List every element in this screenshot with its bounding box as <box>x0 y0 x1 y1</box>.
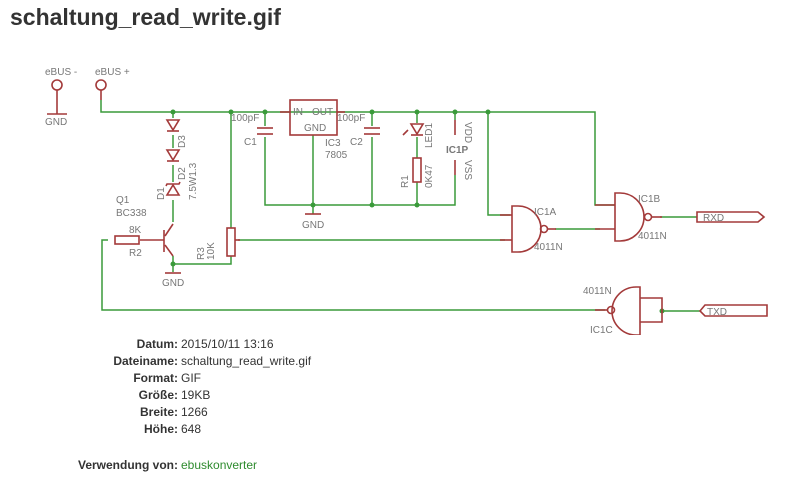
svg-text:IN: IN <box>293 107 303 118</box>
svg-text:R1: R1 <box>400 175 411 188</box>
potentiometer-r3: R3 10K <box>196 227 240 260</box>
svg-text:0K47: 0K47 <box>424 164 435 188</box>
svg-text:RXD: RXD <box>703 213 724 224</box>
svg-text:7805: 7805 <box>325 150 348 161</box>
svg-text:C2: C2 <box>350 137 363 148</box>
svg-text:IC1P: IC1P <box>446 145 469 156</box>
svg-text:4011N: 4011N <box>534 242 563 253</box>
txd-port-label: TXD <box>698 304 768 318</box>
svg-text:VSS: VSS <box>462 160 473 180</box>
svg-text:OUT: OUT <box>312 107 333 118</box>
svg-text:IC1B: IC1B <box>638 194 661 205</box>
svg-text:IC3: IC3 <box>325 138 341 149</box>
svg-text:100pF: 100pF <box>231 113 259 124</box>
svg-text:VDD: VDD <box>462 122 473 143</box>
meta-row-usage: Verwendung von:ebuskonverter <box>77 458 258 472</box>
svg-text:BC338: BC338 <box>116 208 147 219</box>
wires <box>100 100 700 312</box>
svg-text:R3: R3 <box>196 247 207 260</box>
svg-text:C1: C1 <box>244 137 257 148</box>
rxd-port-label: RXD <box>696 211 766 224</box>
svg-text:100pF: 100pF <box>337 113 365 124</box>
capacitor-c1: 100pF C1 <box>231 113 273 148</box>
nand-gate-ic1b: IC1B 4011N <box>595 192 667 242</box>
svg-text:GND: GND <box>162 278 184 289</box>
meta-row-filename: Dateiname:schaltung_read_write.gif <box>113 354 312 368</box>
diode-d2: D2 <box>165 149 188 180</box>
ebus-plus-terminal: eBUS + <box>95 67 130 100</box>
resistor-r1: R1 0K47 <box>400 157 435 188</box>
svg-text:8K: 8K <box>129 225 142 236</box>
usage-link-ebuskonverter[interactable]: ebuskonverter <box>181 458 258 472</box>
svg-text:Q1: Q1 <box>116 195 130 206</box>
svg-text:R2: R2 <box>129 248 142 259</box>
diode-d3: D3 <box>165 119 188 148</box>
meta-row-format: Format:GIF <box>133 371 201 385</box>
nand-gate-ic1c: 4011N IC1C <box>583 286 663 335</box>
svg-text:D2: D2 <box>177 167 188 180</box>
zener-diode-d1: D1 7.5W1.3 <box>156 162 199 200</box>
svg-text:TXD: TXD <box>707 307 727 318</box>
svg-text:GND: GND <box>45 117 67 128</box>
svg-text:GND: GND <box>302 220 324 231</box>
svg-text:7.5W1.3: 7.5W1.3 <box>188 162 199 200</box>
svg-text:D3: D3 <box>177 135 188 148</box>
svg-text:eBUS -: eBUS - <box>45 67 77 78</box>
page-title: schaltung_read_write.gif <box>10 4 281 30</box>
svg-text:D1: D1 <box>156 187 167 200</box>
regulator-ic3: IN OUT GND IC3 7805 GND <box>280 99 348 231</box>
svg-text:10K: 10K <box>206 242 217 260</box>
capacitor-c2: 100pF C2 <box>337 113 380 148</box>
svg-text:LED1: LED1 <box>424 123 435 148</box>
junction-nodes <box>170 109 665 314</box>
svg-text:4011N: 4011N <box>583 286 612 297</box>
svg-text:IC1C: IC1C <box>590 325 613 335</box>
meta-row-date: Datum:2015/10/11 13:16 <box>136 337 274 351</box>
svg-text:GND: GND <box>304 123 326 134</box>
meta-row-width: Breite:1266 <box>139 405 208 419</box>
svg-text:eBUS +: eBUS + <box>95 67 130 78</box>
transistor-q1: Q1 BC338 GND <box>116 195 184 289</box>
resistor-r2: 8K R2 <box>114 225 142 259</box>
power-pins-ic1p: IC1P VDD VSS <box>446 120 473 180</box>
circuit-schematic-image: eBUS - GND eBUS + D <box>45 67 768 335</box>
nand-gate-ic1a: IC1A 4011N <box>500 205 563 253</box>
svg-text:IC1A: IC1A <box>534 207 557 218</box>
ebus-minus-terminal: eBUS - GND <box>45 67 77 128</box>
svg-text:4011N: 4011N <box>638 231 667 242</box>
meta-row-height: Höhe:648 <box>144 422 202 436</box>
meta-row-size: Größe:19KB <box>138 388 211 402</box>
led-led1: LED1 <box>402 123 435 148</box>
